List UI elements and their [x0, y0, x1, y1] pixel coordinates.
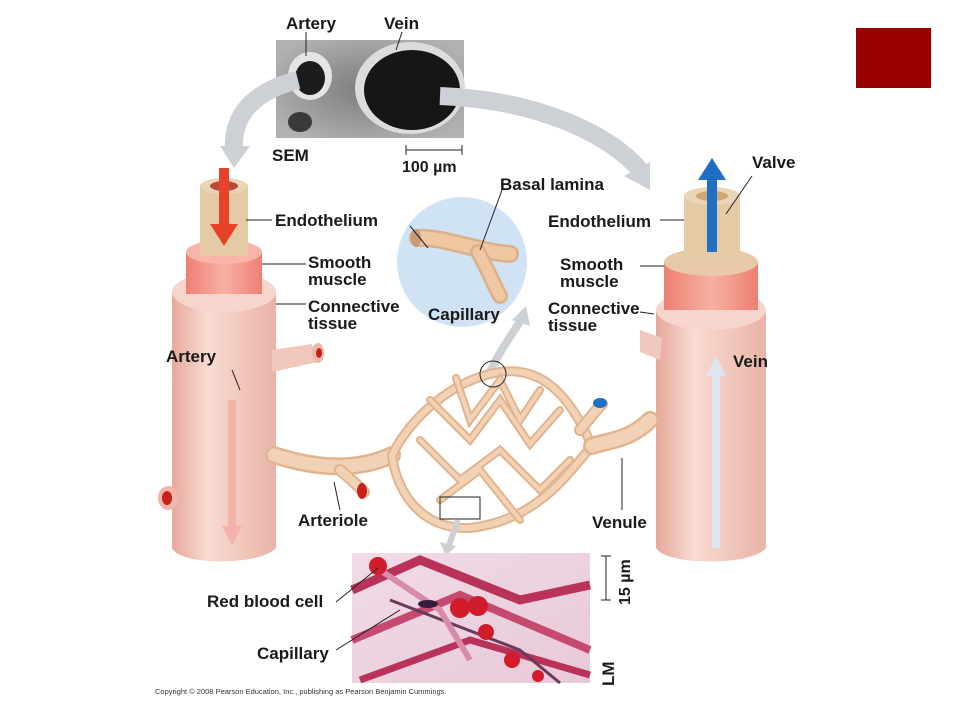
lm-micrograph	[350, 553, 592, 685]
sem-scale-bar	[405, 145, 463, 155]
sem-to-vein-arrow	[439, 87, 647, 177]
label-smooth-muscle-left-1: Smooth	[308, 253, 371, 272]
label-connective-right-2: tissue	[548, 316, 597, 335]
label-basal-lamina: Basal lamina	[500, 175, 604, 194]
copyright-text: Copyright © 2008 Pearson Education, Inc.…	[155, 687, 447, 696]
label-sem-artery: Artery	[286, 14, 337, 33]
lm-scale-bar	[601, 555, 611, 601]
sem-micrograph	[276, 40, 465, 138]
label-connective-right-1: Connective	[548, 299, 640, 318]
label-sem: SEM	[272, 146, 309, 165]
label-endothelium-left: Endothelium	[275, 211, 378, 230]
label-artery: Artery	[166, 347, 217, 366]
leader-lines	[231, 31, 753, 651]
lm-highlight-box	[439, 496, 481, 520]
label-capillary-lm: Capillary	[257, 644, 329, 663]
capillary-highlight-circle	[479, 360, 507, 388]
sem-to-artery-arrow	[224, 71, 301, 151]
label-capillary-inset: Capillary	[428, 305, 500, 324]
vein-vessel	[640, 158, 766, 562]
label-lm: LM	[599, 661, 618, 686]
label-smooth-muscle-right-1: Smooth	[560, 255, 623, 274]
accent-square	[856, 28, 931, 88]
label-lm-scale: 15 µm	[617, 559, 634, 605]
diagram-labels: Artery Vein SEM 100 µm Basal lamina Capi…	[155, 14, 796, 696]
label-sem-vein: Vein	[384, 14, 419, 33]
label-smooth-muscle-right-2: muscle	[560, 272, 619, 291]
capillary-inset	[397, 197, 527, 327]
label-connective-left-2: tissue	[308, 314, 357, 333]
label-red-blood-cell: Red blood cell	[207, 592, 323, 611]
label-endothelium-right: Endothelium	[548, 212, 651, 231]
label-sem-scale: 100 µm	[402, 159, 457, 176]
label-connective-left-1: Connective	[308, 297, 400, 316]
artery-vessel	[158, 168, 324, 562]
label-smooth-muscle-left-2: muscle	[308, 270, 367, 289]
capillary-network	[265, 366, 659, 534]
label-arteriole: Arteriole	[298, 511, 368, 530]
label-venule: Venule	[592, 513, 647, 532]
label-vein: Vein	[733, 352, 768, 371]
label-valve: Valve	[752, 153, 796, 172]
